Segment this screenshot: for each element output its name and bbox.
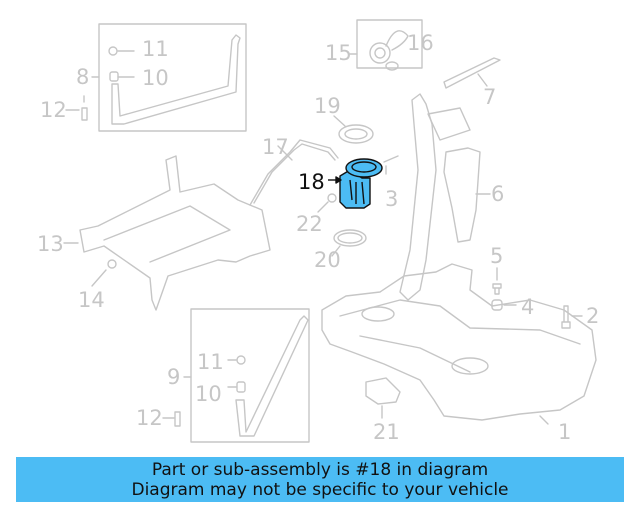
callout-1: 1	[558, 420, 572, 444]
callout-6: 6	[491, 182, 505, 206]
callout-20: 20	[314, 248, 341, 272]
callout-14: 14	[78, 288, 105, 312]
callout-11-top: 11	[142, 37, 169, 61]
callout-7: 7	[483, 85, 497, 109]
banner-line-part: Part or sub-assembly is #18 in diagram	[151, 459, 489, 480]
callout-3: 3	[385, 187, 399, 211]
callout-9: 9	[167, 365, 181, 389]
callout-13: 13	[37, 232, 64, 256]
group-box-15	[356, 19, 423, 69]
callout-12-bottom: 12	[136, 406, 163, 430]
callout-11-bottom: 11	[197, 350, 224, 374]
callout-12-top: 12	[40, 98, 67, 122]
callout-21: 21	[373, 420, 400, 444]
callout-2: 2	[586, 304, 600, 328]
callout-10-bottom: 10	[195, 382, 222, 406]
diagram-drawing	[63, 19, 597, 443]
callout-10-top: 10	[142, 66, 169, 90]
callout-4: 4	[521, 295, 535, 319]
info-banner: Part or sub-assembly is #18 in diagram D…	[16, 457, 624, 502]
part-18-fuel-pump	[328, 158, 383, 209]
callout-8: 8	[76, 65, 90, 89]
banner-line-disclaimer: Diagram may not be specific to your vehi…	[131, 479, 509, 500]
callout-16: 16	[407, 31, 434, 55]
callout-19: 19	[314, 94, 341, 118]
callout-17: 17	[262, 135, 289, 159]
parts-diagram: 1 2 3 4 5 6 7 8 9 10 10 11 11 12 12 13 1…	[37, 19, 600, 444]
callout-22: 22	[296, 212, 323, 236]
group-box-9	[190, 308, 310, 443]
callout-5: 5	[490, 244, 504, 268]
callout-15: 15	[325, 41, 352, 65]
callout-18-highlighted: 18	[298, 170, 325, 194]
